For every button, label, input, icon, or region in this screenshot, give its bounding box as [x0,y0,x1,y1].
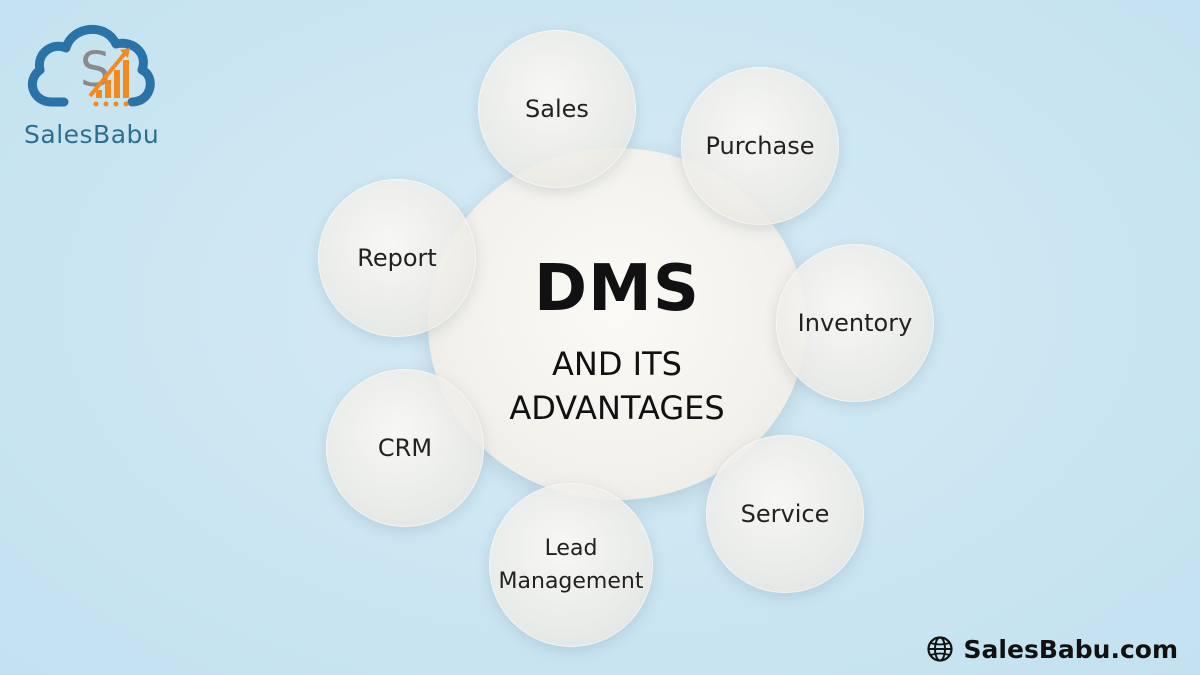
salesbabu-logo: S SalesBabu [18,14,178,154]
bubble-sales: Sales [478,30,636,188]
footer-url: SalesBabu.com [926,632,1178,666]
logo-text: SalesBabu [24,120,160,149]
bubble-label: CRM [377,434,433,462]
bubble-label: Inventory [797,309,913,337]
bubble-service: Service [706,435,864,593]
bubble-crm: CRM [326,369,484,527]
bubble-label: Service [740,500,830,528]
bubble-purchase: Purchase [681,67,839,225]
bubble-label-line1: Lead [544,536,598,561]
bubble-label: Lead Management [499,532,644,598]
bubble-label: Sales [525,95,589,123]
bubble-label: Report [357,244,437,272]
cloud-chart-icon: S [27,25,155,107]
center-subtitle-line1: AND ITS [552,345,682,383]
bubble-label-line2: Management [498,569,644,594]
globe-icon [926,636,953,662]
bubble-lead-management: Lead Management [489,483,653,647]
bubble-report: Report [318,179,476,337]
center-subtitle-line2: ADVANTAGES [509,389,725,427]
center-subtitle: AND ITS ADVANTAGES [428,342,806,430]
center-title: DMS [534,252,700,326]
bubble-label: Purchase [705,132,815,160]
footer-url-text: SalesBabu.com [963,634,1178,664]
bubble-inventory: Inventory [776,244,934,402]
